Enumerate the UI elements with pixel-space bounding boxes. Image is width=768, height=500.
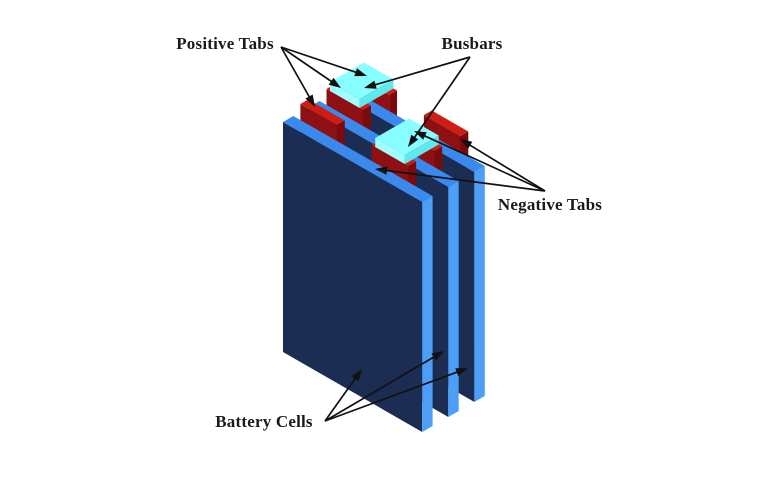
positive-tab-cell1-top-face (300, 99, 345, 125)
battery-cells-arrow-2-head (431, 351, 444, 361)
busbar-2-side-face (404, 135, 439, 164)
battery-cells-arrow-3-head (455, 368, 468, 377)
busbar-1-top-face (330, 62, 394, 99)
busbar-1-front-face (330, 82, 360, 108)
battery-cell-2-side-face (448, 181, 459, 417)
battery-cells-arrow-1-head (351, 369, 362, 382)
battery-cell-1-side-face (422, 196, 433, 432)
negative-tabs-arrow-3-line (466, 142, 546, 192)
label-negative-tabs: Negative Tabs (497, 195, 603, 214)
battery-cells-arrow-2-line (324, 354, 438, 422)
positive-tabs-arrow-3-line (280, 46, 360, 75)
battery-cell-1-front-face (283, 122, 423, 432)
negative-tabs-arrow-2-line (420, 133, 546, 192)
negative-tabs-arrow-1-head (375, 166, 388, 175)
negative-tabs-arrow-2-head (414, 131, 427, 140)
positive-tabs-arrow-2-line (280, 46, 335, 85)
busbars-arrow-1-head (364, 80, 377, 89)
label-battery-cells: Battery Cells (215, 412, 313, 431)
battery-cells-arrow-1-line (324, 375, 359, 422)
label-positive-tabs: Positive Tabs (176, 34, 274, 53)
positive-tabs-arrow-1-head (305, 94, 315, 107)
battery-cells-arrow-3-line (324, 370, 461, 422)
busbar-2-top-face (375, 118, 439, 155)
busbar-1-side-face (359, 79, 394, 108)
positive-tabs-arrow-3-head (354, 68, 367, 77)
negative-tabs-arrow-3-head (460, 139, 473, 149)
busbars-arrow-1-line (371, 56, 471, 87)
busbar-2-front-face (375, 138, 405, 164)
label-busbars: Busbars (441, 34, 503, 53)
positive-tabs-arrow-1-line (280, 46, 312, 101)
battery-cell-3-side-face (474, 166, 485, 402)
busbars-arrow-2-head (408, 134, 419, 147)
battery-cell-1-top-face (283, 116, 433, 202)
negative-tab-cell3-top-face (423, 110, 469, 136)
busbars-arrow-2-line (411, 56, 471, 141)
positive-tabs-arrow-2-head (328, 77, 341, 88)
negative-tabs-arrow-1-line (382, 169, 546, 192)
